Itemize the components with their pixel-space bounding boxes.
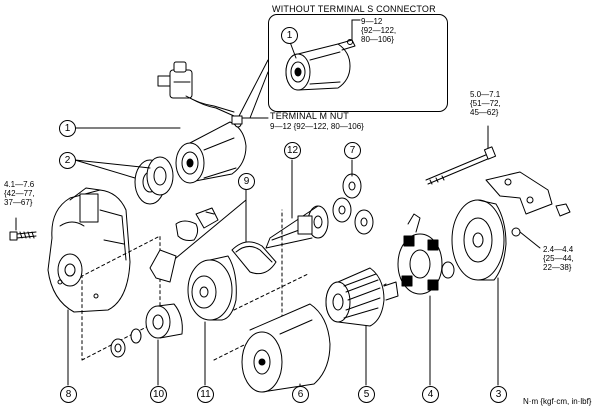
callout-2-leader-a [74, 159, 136, 179]
inset-torque-line1: 9—12 [361, 17, 383, 26]
right-screw-drawing [511, 227, 541, 249]
yoke-drawing [241, 303, 331, 393]
callout-5: 5 [358, 386, 375, 403]
gear-housing-drawing [187, 255, 237, 321]
left-torque-line1: 4.1—7.6 [4, 180, 35, 189]
top-right-torque-line1: 5.0—7.1 [470, 90, 501, 99]
drive-lever-drawing [149, 207, 219, 283]
callout-12: 12 [284, 142, 301, 159]
through-bolt-drawing [425, 146, 497, 185]
callout-11: 11 [197, 386, 214, 403]
top-right-torque-line3: 45—62} [470, 108, 499, 117]
callout-3: 3 [490, 386, 507, 403]
left-bolt-drawing [9, 231, 37, 241]
brush-holder-drawing [397, 213, 443, 295]
seal-ring-drawing [231, 241, 277, 275]
callout-7: 7 [344, 142, 361, 159]
internal-gear-drawing [265, 205, 329, 249]
front-housing-drawing [47, 187, 131, 313]
callout-1: 1 [59, 120, 76, 137]
inset-panel-without-s-connector [268, 14, 448, 112]
inset-title: WITHOUT TERMINAL S CONNECTOR [272, 4, 436, 14]
units-legend: N·m {kgf·cm, in·lbf} [523, 397, 592, 406]
callout-10: 10 [150, 386, 167, 403]
inset-torque-line2: {92—122, [361, 26, 397, 35]
left-torque-line3: 37—67} [4, 198, 33, 207]
inset-callout-1-leader [289, 41, 297, 59]
inset-solenoid-drawing [285, 39, 356, 91]
callout-8: 8 [60, 386, 77, 403]
top-right-torque-line2: {51—72, [470, 99, 501, 108]
inset-pointer-line-a [237, 59, 269, 119]
terminal-m-torque: 9—12 {92—122, 80—106} [270, 122, 364, 131]
terminal-m-title: TERMINAL M NUT [270, 111, 349, 121]
right-torque-line1: 2.4—4.4 [543, 245, 574, 254]
callout-1-inset: 1 [281, 27, 298, 44]
planet-gears-drawing [332, 173, 374, 235]
callout-2: 2 [59, 152, 76, 169]
overrunning-clutch-drawing [110, 303, 183, 358]
magnetic-switch-drawing [175, 115, 247, 184]
shims-drawing [134, 156, 174, 205]
inset-torque-line3: 80—106} [361, 35, 394, 44]
right-torque-line3: 22—38} [543, 263, 572, 272]
callout-4: 4 [422, 386, 439, 403]
rear-cover-drawing [441, 199, 507, 281]
armature-drawing [325, 267, 399, 327]
callout-9: 9 [238, 173, 255, 190]
left-torque-line2: {42—77, [4, 189, 35, 198]
callout-6: 6 [292, 386, 309, 403]
right-torque-line2: {25—44, [543, 254, 574, 263]
s-connector-wire [157, 61, 235, 117]
bracket-drawing [485, 171, 571, 217]
inset-pointer-line-b [249, 71, 269, 119]
callout-2-leader-b [74, 159, 151, 169]
